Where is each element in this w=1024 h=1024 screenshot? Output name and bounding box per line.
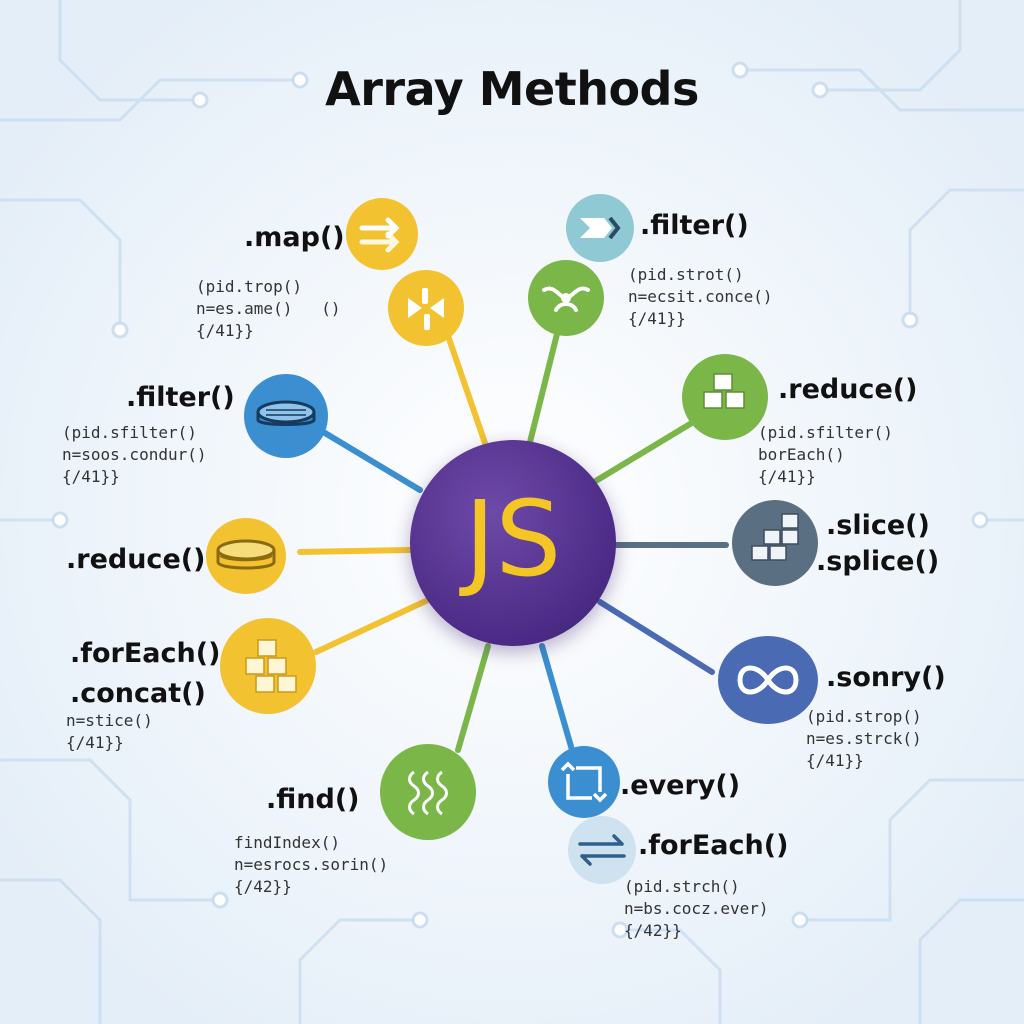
link-reduce-left bbox=[297, 547, 413, 555]
node-every-bubble bbox=[548, 746, 620, 818]
node-sort-label: .sonry() bbox=[826, 662, 946, 693]
cubes-icon bbox=[703, 373, 745, 409]
node-filter-left-bubble bbox=[244, 374, 328, 458]
node-reduce-right-bubble bbox=[682, 354, 768, 440]
node-reduce-left-bubble bbox=[206, 518, 286, 594]
node-filter-left-label: .filter() bbox=[126, 382, 235, 413]
node-yellow-swap-bubble bbox=[388, 270, 464, 346]
node-filter-top-code: (pid.strot() n=ecsit.conce() {/41}} bbox=[628, 265, 773, 328]
dish-icon bbox=[216, 539, 276, 570]
node-foreach-right-code: (pid.strch() n=bs.cocz.ever) {/42}} bbox=[624, 877, 769, 940]
blocks-icon bbox=[751, 513, 799, 561]
link-sort bbox=[597, 599, 715, 675]
node-concat-label: .concat() bbox=[70, 678, 206, 709]
link-foreach-left bbox=[313, 597, 431, 655]
node-find-code: findIndex() n=esrocs.sorin() {/42}} bbox=[234, 833, 389, 896]
node-map-label: .map() bbox=[244, 222, 345, 253]
link-green-top bbox=[527, 327, 561, 445]
arrows-right-icon bbox=[359, 217, 400, 253]
node-reduce-right-label: .reduce() bbox=[778, 374, 918, 405]
cubes-icon bbox=[245, 639, 297, 693]
spiral-icon bbox=[408, 770, 448, 816]
box-arrows-icon bbox=[560, 761, 608, 803]
link-every bbox=[539, 643, 575, 753]
loop-arrows-icon bbox=[578, 834, 626, 866]
node-sort-code: (pid.strop() n=es.strck() {/41}} bbox=[806, 707, 922, 770]
js-hub: JS bbox=[410, 440, 616, 646]
node-foreach-right-bubble bbox=[568, 816, 636, 884]
infinity-icon bbox=[737, 665, 799, 695]
node-foreach-left-label: .forEach() bbox=[70, 638, 221, 669]
funnel-icon bbox=[580, 216, 621, 240]
node-filter-left-code: (pid.sfilter() n=soos.condur() {/41}} bbox=[62, 423, 207, 486]
node-reduce-right-code: (pid.sfilter() borEach() {/41}} bbox=[758, 423, 893, 486]
node-find-label: .find() bbox=[266, 784, 360, 815]
node-foreach-right-label: .forEach() bbox=[638, 830, 789, 861]
node-foreach-left-code: n=stice() {/41}} bbox=[66, 711, 153, 752]
node-every-label: .every() bbox=[620, 770, 741, 801]
node-splice-label: .splice() bbox=[816, 546, 940, 577]
node-filter-top-label: .filter() bbox=[640, 210, 749, 241]
node-filter-top-bubble bbox=[566, 194, 634, 262]
link-yellow-swap bbox=[443, 327, 489, 449]
node-slice-bubble bbox=[732, 500, 818, 586]
swap-arrows-icon bbox=[408, 288, 444, 330]
node-find-bubble bbox=[380, 744, 476, 840]
node-reduce-left-label: .reduce() bbox=[66, 544, 206, 575]
link-find bbox=[455, 643, 491, 753]
page-title: Array Methods bbox=[325, 62, 699, 116]
node-green-top-bubble bbox=[528, 260, 604, 336]
node-foreach-left-bubble bbox=[220, 618, 316, 714]
link-filter-left bbox=[317, 427, 423, 493]
js-hub-label: JS bbox=[464, 478, 562, 600]
node-map-bubble bbox=[346, 198, 418, 270]
node-map-code: (pid.trop() n=es.ame() () {/41}} bbox=[196, 277, 341, 340]
node-slice-label: .slice() bbox=[826, 510, 930, 541]
branch-icon bbox=[542, 286, 590, 312]
node-sort-bubble bbox=[718, 636, 818, 724]
sieve-icon bbox=[256, 400, 316, 426]
link-reduce-right bbox=[591, 415, 703, 485]
